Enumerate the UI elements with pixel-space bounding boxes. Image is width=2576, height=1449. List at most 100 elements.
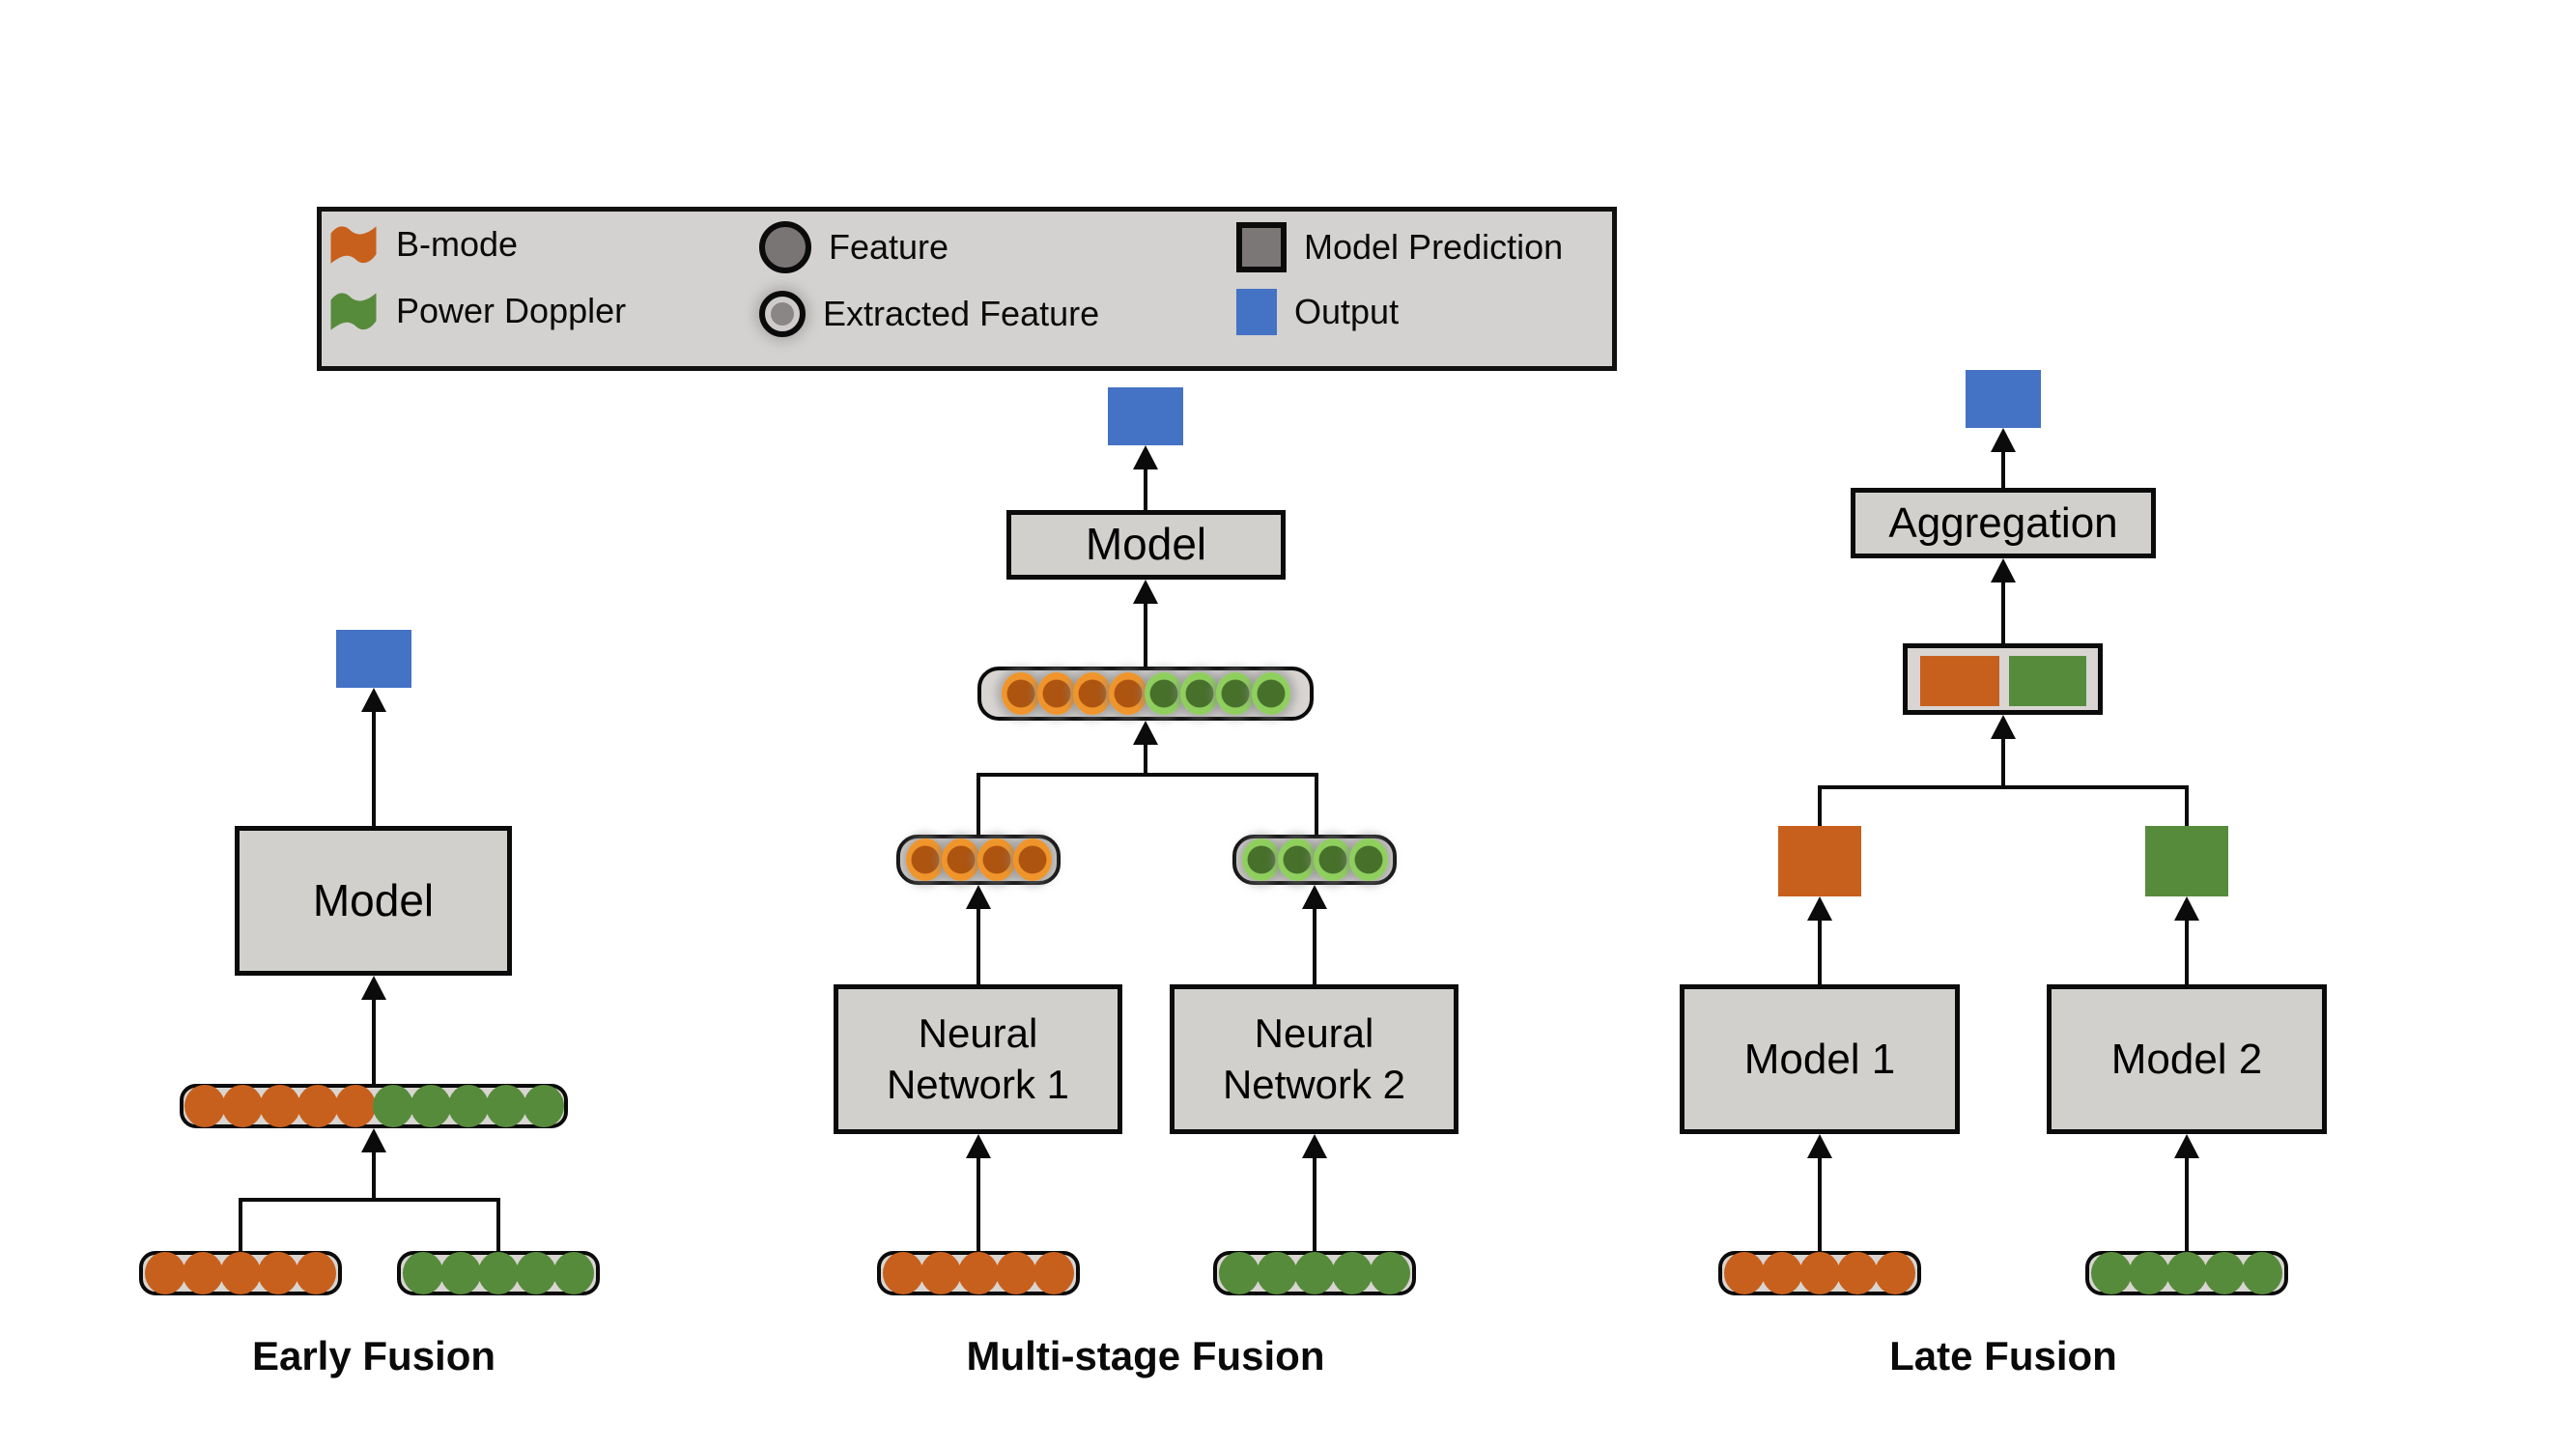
late-model2-label: Model 2 <box>2110 1036 2263 1083</box>
feature-dot-green <box>410 1085 451 1127</box>
multi-neural-network-2-box: Neural Network 2 <box>1170 984 1458 1134</box>
legend-box <box>317 207 1617 371</box>
feature-dot-orange <box>220 1252 261 1294</box>
extracted-feature-dot-orange <box>1108 672 1147 715</box>
extracted-feature-dot-orange <box>1012 838 1052 881</box>
feature-dot-green <box>1370 1252 1410 1294</box>
model2-prediction-chip <box>2009 656 2086 706</box>
early-merge-right-line <box>496 1198 500 1253</box>
late-arrowhead-input-to-model1 <box>1807 1134 1832 1158</box>
legend-label-power-doppler: Power Doppler <box>396 291 627 330</box>
power-doppler-flag-icon <box>330 292 377 330</box>
early-model-box: Model <box>235 826 512 976</box>
extracted-feature-dot-green <box>1241 838 1281 881</box>
multi-arrow-combined-to-model <box>1144 601 1147 667</box>
late-model2-prediction-square <box>2145 826 2228 896</box>
extracted-feature-dot-orange <box>941 838 980 881</box>
legend-item-extracted-feature: Extracted Feature <box>759 289 1099 339</box>
early-arrow-model-to-output <box>372 709 376 826</box>
multi-bmode-extracted-row <box>896 835 1061 885</box>
feature-dot-green <box>2204 1252 2245 1294</box>
late-merge-right-line <box>2185 785 2189 828</box>
output-square-icon <box>1236 289 1277 335</box>
early-arrow-features-to-model <box>372 997 376 1086</box>
feature-dot-green <box>2166 1252 2207 1294</box>
multi-arrow-input-to-nn2 <box>1313 1155 1316 1251</box>
multi-nn1-label: Neural Network 1 <box>886 1010 1070 1107</box>
extracted-feature-dot-green <box>1179 672 1219 715</box>
legend-item-feature: Feature <box>759 221 949 273</box>
late-arrowhead-to-output <box>1991 428 2016 452</box>
late-arrow-input-to-model1 <box>1818 1155 1822 1251</box>
multi-merge-left-line <box>977 773 980 835</box>
late-merge-horizontal-line <box>1818 785 2189 789</box>
multi-arrow-nn1-to-extracted <box>977 906 980 984</box>
early-fusion-caption: Early Fusion <box>251 1333 496 1378</box>
multi-arrowhead-to-model <box>1133 580 1158 604</box>
feature-dot-orange <box>334 1085 376 1127</box>
legend-label-extracted-feature: Extracted Feature <box>823 294 1100 333</box>
feature-dot-orange <box>1762 1252 1802 1294</box>
extracted-feature-dot-orange <box>977 838 1016 881</box>
late-model-1-box: Model 1 <box>1680 984 1960 1134</box>
model1-prediction-chip <box>1920 656 1999 706</box>
multi-model-label: Model <box>1085 519 1207 570</box>
feature-dot-green <box>1294 1252 1335 1294</box>
feature-dot-orange <box>221 1085 263 1127</box>
feature-dot-green <box>2091 1252 2132 1294</box>
feature-dot-green <box>2242 1252 2282 1294</box>
legend-label-feature: Feature <box>829 227 949 267</box>
late-combined-predictions-box <box>1903 643 2103 715</box>
feature-dot-orange <box>958 1252 999 1294</box>
late-arrow-input-to-model2 <box>2185 1155 2189 1251</box>
extracted-feature-dot-green <box>1215 672 1255 715</box>
feature-dot-green <box>403 1252 443 1294</box>
early-doppler-input-row <box>397 1251 600 1295</box>
early-merge-left-line <box>239 1198 242 1253</box>
extracted-feature-circle-icon <box>759 291 806 337</box>
multi-combined-extracted-feature-row <box>977 667 1314 721</box>
legend-label-model-prediction: Model Prediction <box>1304 227 1564 267</box>
multi-merge-right-line <box>1315 773 1318 835</box>
multi-model-box: Model <box>1006 510 1286 580</box>
feature-dot-green <box>516 1252 556 1294</box>
multi-stage-fusion-caption: Multi-stage Fusion <box>966 1333 1325 1378</box>
multi-arrowhead-nn1-to-extracted <box>966 885 991 909</box>
feature-dot-green <box>2129 1252 2169 1294</box>
feature-dot-green <box>1257 1252 1297 1294</box>
bmode-flag-icon <box>330 225 377 264</box>
late-arrowhead-model2-to-prediction <box>2174 896 2199 921</box>
extracted-feature-dot-green <box>1313 838 1352 881</box>
multi-doppler-extracted-row <box>1232 835 1397 885</box>
early-combined-feature-row <box>180 1084 568 1128</box>
feature-dot-green <box>440 1252 481 1294</box>
extracted-feature-dot-green <box>1277 838 1316 881</box>
multi-arrow-nn2-to-extracted <box>1313 906 1316 984</box>
early-arrowhead-to-model <box>361 976 386 1000</box>
late-model-2-box: Model 2 <box>2047 984 2327 1134</box>
multi-bmode-input-row <box>877 1251 1080 1295</box>
extracted-feature-dot-orange <box>905 838 945 881</box>
feature-circle-icon <box>759 221 811 273</box>
late-model1-label: Model 1 <box>1743 1036 1896 1083</box>
multi-output-square <box>1108 387 1183 445</box>
feature-dot-orange <box>1875 1252 1915 1294</box>
extracted-feature-dot-green <box>1348 838 1388 881</box>
extracted-feature-dot-orange <box>1072 672 1112 715</box>
feature-dot-green <box>478 1252 519 1294</box>
late-arrowhead-to-combined <box>1991 715 2016 739</box>
feature-dot-green <box>447 1085 489 1127</box>
late-merge-center-line <box>2001 736 2005 785</box>
multi-merge-center-line <box>1144 742 1147 773</box>
legend-item-bmode: B-mode <box>328 219 518 270</box>
early-merge-horizontal-line <box>239 1198 500 1202</box>
early-merge-center-line <box>372 1150 376 1198</box>
legend-label-output: Output <box>1294 292 1400 331</box>
extracted-feature-dot-orange <box>1036 672 1076 715</box>
multi-doppler-input-row <box>1213 1251 1416 1295</box>
feature-dot-green <box>1332 1252 1373 1294</box>
multi-neural-network-1-box: Neural Network 1 <box>834 984 1122 1134</box>
extracted-feature-dot-green <box>1251 672 1290 715</box>
late-bmode-input-row <box>1718 1251 1921 1295</box>
